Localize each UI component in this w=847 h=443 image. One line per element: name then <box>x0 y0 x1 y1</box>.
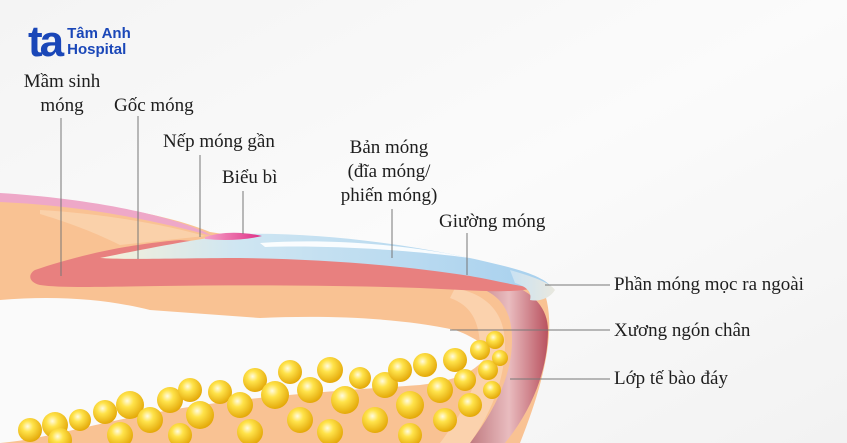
label-goc-mong: Gốc móng <box>114 95 194 116</box>
label-lop-te-bao-day: Lớp tế bào đáy <box>614 368 728 389</box>
logo-line1: Tâm Anh <box>67 25 131 42</box>
label-line: Mầm sinh <box>23 71 101 92</box>
label-nep-mong-gan: Nếp móng gần <box>163 131 275 152</box>
leader-lines <box>60 116 610 380</box>
hospital-logo: ta Tâm Anh Hospital <box>28 17 131 66</box>
logo-mark: ta <box>28 17 64 66</box>
fat-cells <box>18 331 508 443</box>
label-phan-mong-moc-ra-ngoai: Phần móng mọc ra ngoài <box>614 274 804 295</box>
label-ban-mong: Bản móng (đĩa móng/ phiến móng) <box>326 136 452 208</box>
label-line: Bản móng <box>349 137 429 158</box>
label-line: (đĩa móng/ <box>347 161 431 182</box>
label-bieu-bi: Biểu bì <box>222 167 278 188</box>
label-xuong-ngon-chan: Xương ngón chân <box>614 320 751 341</box>
label-line: móng <box>40 95 84 116</box>
label-giuong-mong: Giường móng <box>439 211 546 232</box>
label-mam-sinh-mong: Mầm sinh móng <box>16 70 108 118</box>
logo-wordmark: Tâm Anh Hospital <box>67 26 131 58</box>
logo-line2: Hospital <box>67 41 127 58</box>
label-line: phiến móng) <box>340 185 438 206</box>
